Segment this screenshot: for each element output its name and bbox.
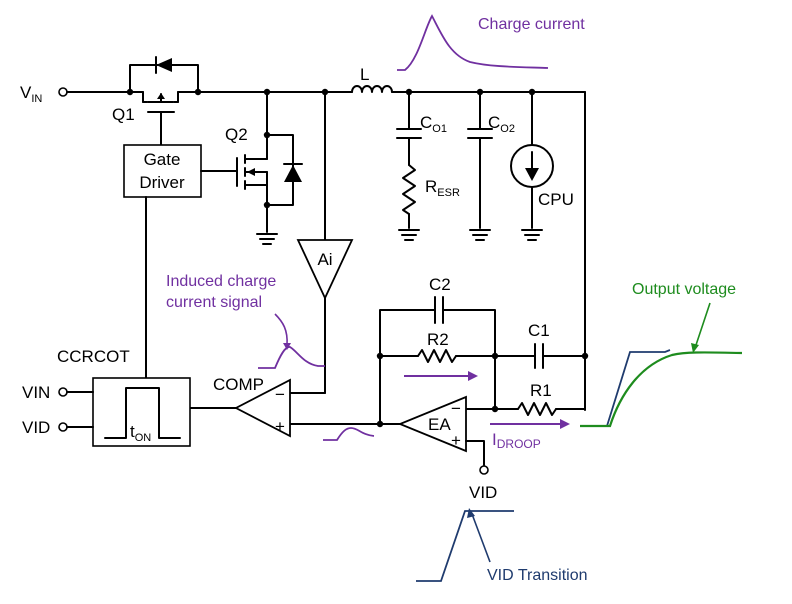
q2-mosfet (236, 91, 303, 245)
idroop-arrow (490, 419, 570, 429)
induced-label-2: current signal (166, 294, 262, 311)
q2-label: Q2 (225, 125, 248, 144)
output-voltage-label: Output voltage (632, 281, 736, 298)
comp-minus: − (275, 385, 285, 404)
ai-amplifier (289, 91, 354, 394)
resr-label: RESR (425, 177, 460, 199)
output-voltage-waveform (580, 302, 743, 428)
cpu-load (510, 91, 554, 241)
feedback-network (376, 296, 586, 425)
component-labels: VIN Q1 Q2 Gate Driver L CO1 CO2 RESR CPU… (20, 65, 574, 502)
q1-label: Q1 (112, 105, 135, 124)
annotation-labels: Charge current Induced charge current si… (166, 16, 736, 584)
input-rail (58, 87, 353, 97)
charge-current-waveform (397, 14, 549, 71)
r2-current-arrow (404, 371, 478, 381)
c2-label: C2 (429, 275, 451, 294)
ea-amplifier (289, 395, 489, 475)
vid-left-label: VID (22, 418, 50, 437)
ccrcot-label: CCRCOT (57, 347, 130, 366)
gate-driver-label-2: Driver (139, 173, 185, 192)
inductor-label: L (360, 65, 369, 84)
idroop-label: IDROOP (492, 430, 541, 451)
output-cap-co2 (467, 91, 493, 241)
ea-input-waveform (323, 427, 375, 441)
ton-label: tON (130, 422, 151, 444)
sense-line (581, 91, 589, 411)
r2-label: R2 (427, 330, 449, 349)
gate-driver (123, 144, 238, 379)
ea-label: EA (428, 415, 451, 434)
gate-driver-label-1: Gate (144, 150, 181, 169)
vid-transition-label: VID Transition (487, 567, 587, 584)
charge-current-label: Charge current (478, 16, 585, 33)
output-cap-co1 (396, 91, 422, 241)
cpu-label: CPU (538, 190, 574, 209)
ccrcot-block (58, 377, 191, 447)
comp-label: COMP (213, 375, 264, 394)
comp-amplifier (189, 378, 291, 438)
ai-label: Ai (317, 250, 332, 269)
q1-body-diode (129, 56, 199, 93)
induced-charge-waveform (258, 313, 325, 369)
inductor (351, 85, 586, 96)
q1-mosfet (142, 91, 179, 146)
induced-label-1: Induced charge (166, 273, 276, 290)
co1-label: CO1 (420, 113, 447, 135)
c1-label: C1 (528, 321, 550, 340)
ea-minus: − (451, 399, 461, 418)
comp-plus: + (275, 417, 285, 436)
vid-bottom-label: VID (469, 483, 497, 502)
co2-label: CO2 (488, 113, 515, 135)
r1-label: R1 (530, 381, 552, 400)
vin-left-label: VIN (22, 383, 50, 402)
vid-transition-waveform (416, 508, 514, 582)
vin-top-label: VIN (20, 83, 42, 105)
ea-plus: + (451, 431, 461, 450)
